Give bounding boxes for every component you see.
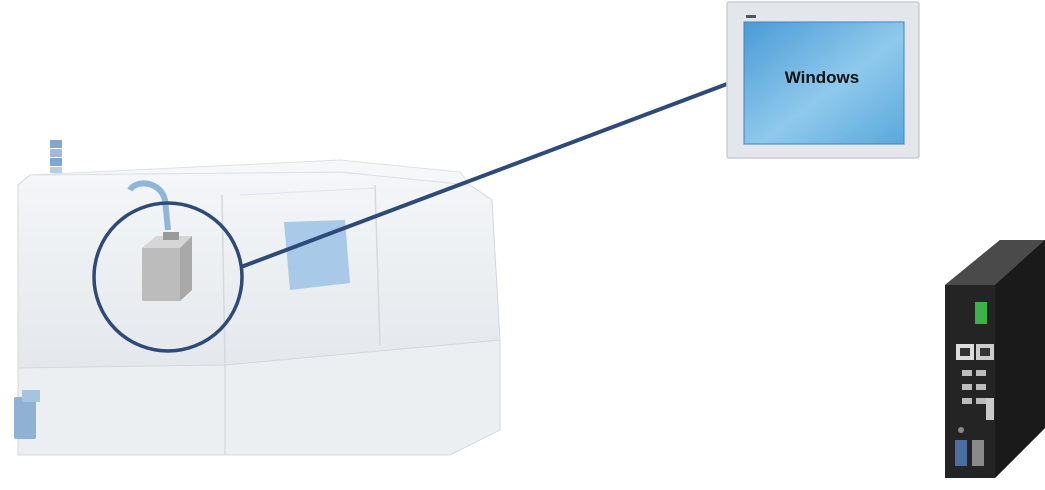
cnc-machine-icon	[14, 140, 500, 455]
hmi-panel-label: Windows	[729, 68, 915, 88]
industrial-pc-icon	[945, 240, 1045, 478]
control-box-icon	[142, 232, 192, 301]
